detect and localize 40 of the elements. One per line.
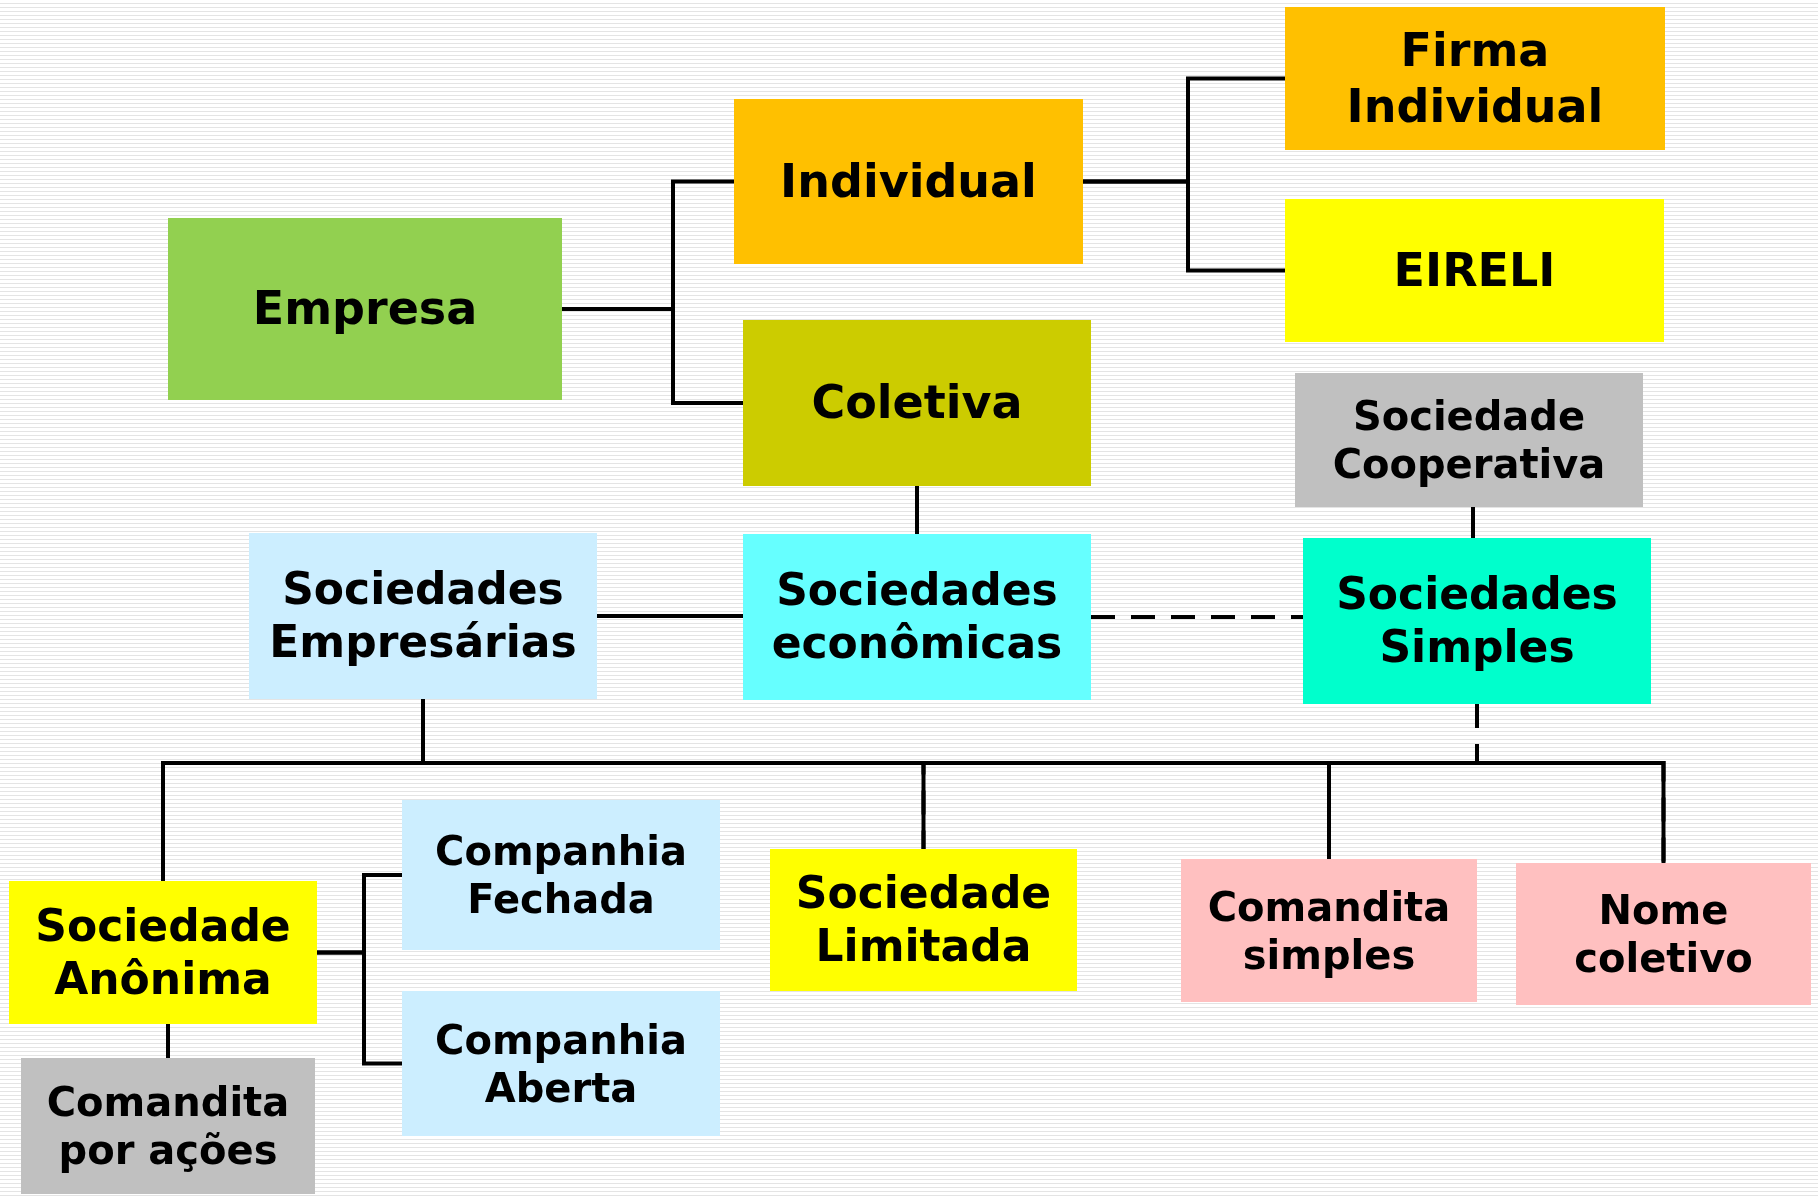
box-label: Firma Individual: [1345, 23, 1605, 134]
category-box: [1285, 7, 1665, 150]
connector-line: [1083, 179, 1285, 273]
box-label: Sociedade Anônima: [34, 899, 292, 1006]
category-box: [21, 1058, 315, 1194]
category-box: [9, 881, 317, 1024]
category-box: [402, 800, 720, 950]
box-label: Sociedades Simples: [1335, 568, 1619, 674]
category-box: [1181, 859, 1477, 1002]
category-box: [743, 534, 1091, 700]
category-box: [249, 533, 597, 699]
box-label: Nome coletivo: [1573, 886, 1754, 982]
box-label: Individual: [780, 153, 1037, 210]
connector-line: [166, 1024, 170, 1058]
box-label: EIRELI: [1393, 242, 1556, 299]
box-label: Empresa: [252, 281, 478, 337]
connector-line: [1471, 507, 1475, 538]
category-box: [402, 991, 720, 1136]
category-box: [1295, 373, 1643, 507]
category-box: [1303, 538, 1651, 704]
box-label: Sociedades econômicas: [770, 564, 1064, 670]
box-label: Companhia Aberta: [434, 1015, 688, 1112]
category-box: [734, 99, 1083, 264]
box-label: Sociedade Limitada: [794, 867, 1053, 973]
category-box: [770, 849, 1077, 991]
connector-line: [562, 307, 743, 405]
box-label: Sociedade Cooperativa: [1331, 392, 1607, 488]
category-box: [1516, 863, 1811, 1005]
box-label: Comandita simples: [1206, 882, 1452, 979]
connector-line: [915, 486, 919, 534]
category-box: [1285, 199, 1664, 342]
box-label: Companhia Fechada: [434, 827, 688, 923]
connector-line: [1091, 615, 1303, 619]
connector-line: [597, 614, 743, 618]
category-box: [743, 320, 1091, 486]
box-label: Coletiva: [811, 375, 1023, 431]
box-label: Sociedades Empresárias: [268, 563, 578, 669]
connector-line: [317, 950, 402, 1066]
box-label: Comandita por ações: [45, 1078, 291, 1174]
category-box: [168, 218, 562, 400]
